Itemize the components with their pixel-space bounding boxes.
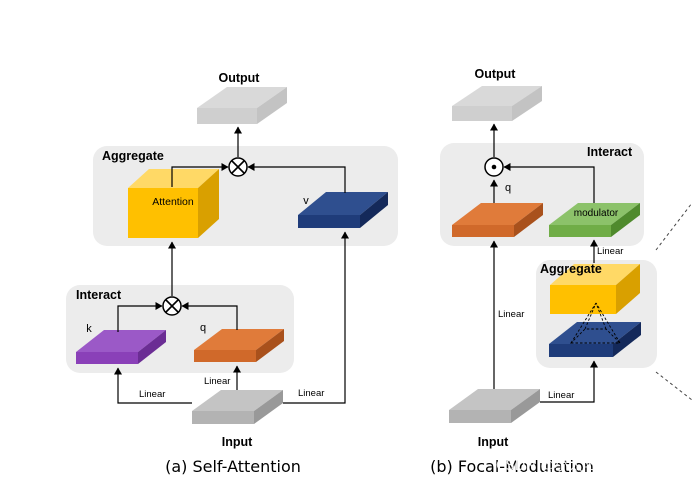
watermark: CSDN @小太阳啊！！ [496, 458, 638, 474]
linear-q-label: Linear [498, 309, 524, 320]
input-block [449, 389, 540, 423]
linear-aggregate-label: Linear [548, 390, 574, 401]
focal-modulation-diagram: Output q modulator [430, 67, 692, 476]
linear-q-label: Linear [204, 376, 230, 387]
output-label: Output [219, 71, 261, 85]
modulator-block [549, 203, 640, 237]
interact-label: Interact [76, 288, 122, 302]
modulator-label: modulator [574, 208, 619, 219]
output-block [197, 87, 287, 124]
aggregate-label: Aggregate [540, 262, 602, 276]
input-block [192, 390, 283, 424]
q-block [452, 203, 543, 237]
focal-level-block [549, 302, 641, 357]
output-label: Output [475, 67, 517, 81]
k-label: k [86, 323, 92, 335]
self-attention-diagram: Output Attention v k q [66, 71, 398, 476]
zoom-line-lower [655, 371, 692, 401]
q-label: q [200, 322, 206, 334]
input-label: Input [222, 435, 253, 449]
aggregate-label: Aggregate [102, 149, 164, 163]
input-label: Input [478, 435, 509, 449]
linear-k-label: Linear [139, 389, 165, 400]
linear-v-label: Linear [298, 388, 324, 399]
interact-label: Interact [587, 145, 633, 159]
linear-modulator-label: Linear [597, 246, 623, 257]
self-attention-arrows [114, 126, 349, 404]
v-block [298, 192, 388, 228]
q-block [194, 329, 284, 362]
attention-label: Attention [152, 196, 194, 208]
q-label: q [505, 182, 511, 194]
self-attention-caption: (a) Self-Attention [165, 457, 301, 476]
focal-modulation-arrows [490, 123, 598, 403]
focal-pyramid-icon [569, 302, 622, 344]
attention-block [128, 169, 219, 238]
focal-modulation-caption: (b) Focal-Modulation [430, 457, 594, 476]
aggregate-block [550, 264, 640, 314]
k-block [76, 330, 166, 364]
output-block [452, 86, 542, 121]
v-label: v [303, 195, 309, 207]
zoom-line-upper [655, 202, 692, 251]
